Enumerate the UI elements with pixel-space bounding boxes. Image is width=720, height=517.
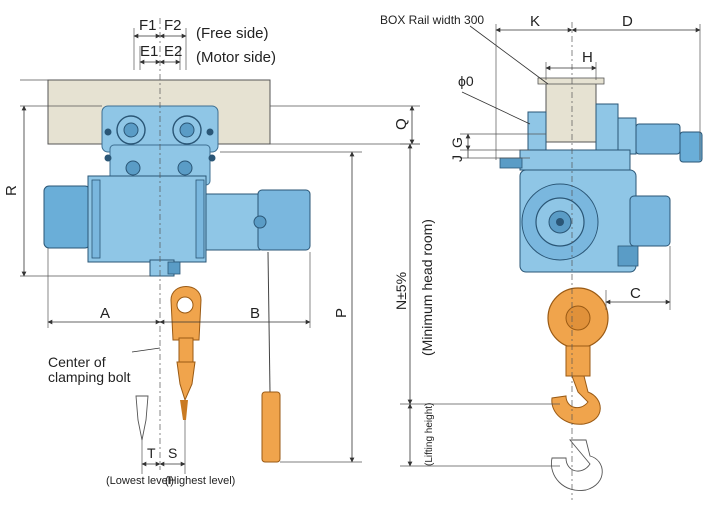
lowest-hook-outline-right xyxy=(550,439,603,491)
label-F1: F1 xyxy=(139,17,157,34)
hoist-body xyxy=(43,175,311,277)
label-motor-side: (Motor side) xyxy=(196,49,276,66)
label-C: C xyxy=(630,285,641,302)
label-A: A xyxy=(100,305,110,322)
label-min-head-room: (Minimum head room) xyxy=(419,219,435,356)
label-R: R xyxy=(3,185,20,196)
label-box-rail: BOX Rail width 300 xyxy=(380,13,484,27)
label-center-of: Center of xyxy=(48,354,106,370)
left-view: F1 F2 (Free side) E1 E2 (Motor side) R A… xyxy=(3,17,420,487)
label-E2: E2 xyxy=(164,43,182,60)
box-rail xyxy=(545,79,597,143)
label-lowest-level: (Lowest level) xyxy=(106,475,174,487)
lowest-hook-outline xyxy=(135,395,149,441)
label-D: D xyxy=(622,13,633,30)
hook-block xyxy=(170,286,202,420)
label-clamping-bolt: clamping bolt xyxy=(48,369,131,385)
label-G: G xyxy=(449,137,465,148)
label-P: P xyxy=(333,308,350,318)
label-K: K xyxy=(530,13,540,30)
label-free-side: (Free side) xyxy=(196,25,269,42)
trolley-side xyxy=(499,103,703,171)
label-Q: Q xyxy=(393,118,410,130)
label-S: S xyxy=(168,445,177,461)
hoist-side-body xyxy=(519,169,671,273)
label-lifting-height: (Lifting height) xyxy=(424,403,435,466)
pendant-switch xyxy=(261,251,281,463)
label-B: B xyxy=(250,305,260,322)
label-F2: F2 xyxy=(164,17,182,34)
label-J: J xyxy=(449,155,465,162)
label-E1: E1 xyxy=(140,43,158,60)
label-H: H xyxy=(582,49,593,66)
label-phi0: ϕ0 xyxy=(458,73,474,89)
right-view: K D H BOX Rail width 300 ϕ0 G J C N±5% xyxy=(380,13,703,500)
label-highest-level: (Highest level) xyxy=(165,475,235,487)
label-T: T xyxy=(147,445,156,461)
label-N: N±5% xyxy=(393,272,409,310)
